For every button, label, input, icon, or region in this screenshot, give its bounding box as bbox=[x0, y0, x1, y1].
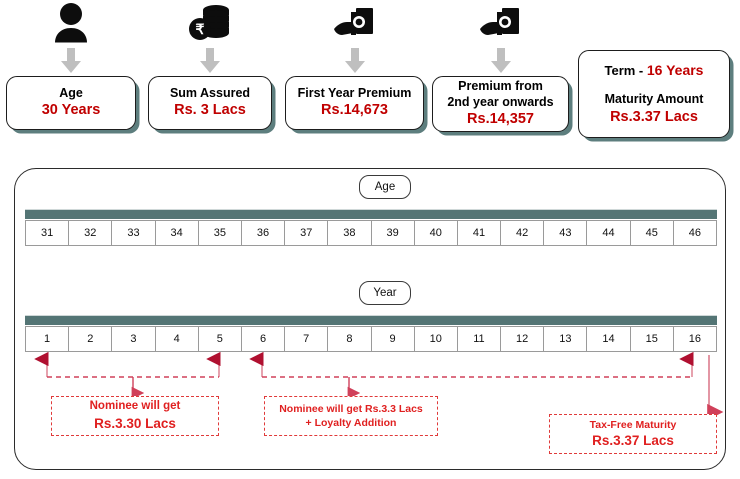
svg-text:₹: ₹ bbox=[196, 21, 205, 37]
callout-2-line2: + Loyalty Addition bbox=[305, 417, 397, 429]
age-cell-34: 34 bbox=[155, 221, 199, 245]
renewal-premium-card-label-line2: 2nd year onwards bbox=[447, 94, 554, 109]
down-arrow-icon bbox=[6, 48, 136, 76]
age-card-label: Age bbox=[59, 85, 83, 100]
age-card: Age 30 Years bbox=[6, 76, 136, 130]
year-cell-9: 9 bbox=[371, 327, 415, 351]
age-track-bar bbox=[25, 209, 717, 219]
year-cell-2: 2 bbox=[69, 327, 113, 351]
year-cell-14: 14 bbox=[587, 327, 631, 351]
sum-assured-card-label: Sum Assured bbox=[169, 85, 251, 100]
renewal-premium-card-label-line1: Premium from bbox=[458, 78, 543, 93]
age-cell-37: 37 bbox=[285, 221, 329, 245]
person-icon bbox=[6, 0, 136, 48]
year-cell-8: 8 bbox=[328, 327, 372, 351]
year-cell-6: 6 bbox=[241, 327, 286, 351]
age-cell-44: 44 bbox=[587, 221, 631, 245]
down-arrow-icon bbox=[285, 48, 424, 76]
year-cell-10: 10 bbox=[414, 327, 458, 351]
summary-card-renewal-premium: Premium from 2nd year onwards Rs.14,357 bbox=[432, 0, 569, 132]
sum-assured-card-value: Rs. 3 Lacs bbox=[174, 102, 246, 119]
renewal-premium-card-value: Rs.14,357 bbox=[467, 111, 534, 128]
maturity-value: Rs.3.37 Lacs bbox=[610, 108, 698, 125]
year-cell-4: 4 bbox=[155, 327, 199, 351]
hand-cash-icon bbox=[285, 0, 424, 48]
summary-card-age: Age 30 Years bbox=[6, 0, 136, 130]
term-maturity-card: Term - 16 Years Maturity Amount Rs.3.37 … bbox=[578, 50, 730, 138]
term-row: Term - 16 Years bbox=[605, 61, 704, 80]
hand-cash-icon bbox=[432, 0, 569, 48]
sum-assured-card: Sum Assured Rs. 3 Lacs bbox=[148, 76, 272, 130]
age-cell-43: 43 bbox=[544, 221, 588, 245]
year-cell-16: 16 bbox=[673, 327, 716, 351]
callout-tax-free-maturity: Tax-Free Maturity Rs.3.37 Lacs bbox=[549, 414, 717, 454]
age-cell-33: 33 bbox=[112, 221, 156, 245]
year-cell-13: 13 bbox=[544, 327, 588, 351]
term-label: Term - bbox=[604, 63, 644, 79]
age-cell-42: 42 bbox=[501, 221, 545, 245]
year-cell-3: 3 bbox=[112, 327, 156, 351]
year-cell-15: 15 bbox=[630, 327, 674, 351]
callout-nominee-loyalty-benefit: Nominee will get Rs.3.3 Lacs + Loyalty A… bbox=[264, 396, 438, 436]
callout-nominee-death-benefit: Nominee will get Rs.3.30 Lacs bbox=[51, 396, 219, 436]
year-track-bar bbox=[25, 315, 717, 325]
year-cell-1: 1 bbox=[26, 327, 70, 351]
callout-1-line2: Rs.3.30 Lacs bbox=[94, 415, 176, 431]
age-cell-40: 40 bbox=[414, 221, 458, 245]
term-value: 16 Years bbox=[646, 62, 704, 79]
year-cell-5: 5 bbox=[198, 327, 242, 351]
age-cell-31: 31 bbox=[26, 221, 70, 245]
year-cell-11: 11 bbox=[457, 327, 502, 351]
age-cell-45: 45 bbox=[630, 221, 674, 245]
age-cell-35: 35 bbox=[198, 221, 242, 245]
first-year-premium-card-value: Rs.14,673 bbox=[321, 102, 388, 119]
age-pill-label: Age bbox=[359, 175, 411, 199]
age-cell-36: 36 bbox=[241, 221, 286, 245]
year-cell-12: 12 bbox=[501, 327, 545, 351]
callout-2-line1: Nominee will get Rs.3.3 Lacs bbox=[279, 402, 423, 415]
year-pill-label: Year bbox=[359, 281, 411, 305]
first-year-premium-card-label: First Year Premium bbox=[297, 85, 412, 100]
first-year-premium-card: First Year Premium Rs.14,673 bbox=[285, 76, 424, 130]
callout-3-line2: Rs.3.37 Lacs bbox=[592, 432, 674, 448]
callout-3-line1: Tax-Free Maturity bbox=[589, 418, 677, 431]
age-cell-46: 46 bbox=[673, 221, 716, 245]
age-cell-41: 41 bbox=[457, 221, 502, 245]
summary-card-sum-assured: ₹ Sum Assured Rs. 3 Lacs bbox=[148, 0, 272, 130]
age-card-value: 30 Years bbox=[41, 102, 101, 119]
down-arrow-icon bbox=[148, 48, 272, 76]
down-arrow-icon bbox=[432, 48, 569, 76]
summary-card-strip: Age 30 Years ₹ bbox=[0, 0, 740, 160]
year-cell-7: 7 bbox=[285, 327, 329, 351]
summary-card-first-year-premium: First Year Premium Rs.14,673 bbox=[285, 0, 424, 130]
rupee-coin-stack-icon: ₹ bbox=[148, 0, 272, 48]
summary-card-term-maturity: Term - 16 Years Maturity Amount Rs.3.37 … bbox=[578, 50, 730, 138]
maturity-label: Maturity Amount bbox=[604, 92, 704, 107]
age-cell-32: 32 bbox=[69, 221, 113, 245]
age-cell-39: 39 bbox=[371, 221, 415, 245]
age-cell-38: 38 bbox=[328, 221, 372, 245]
renewal-premium-card: Premium from 2nd year onwards Rs.14,357 bbox=[432, 76, 569, 132]
callout-1-line1: Nominee will get bbox=[89, 400, 181, 413]
